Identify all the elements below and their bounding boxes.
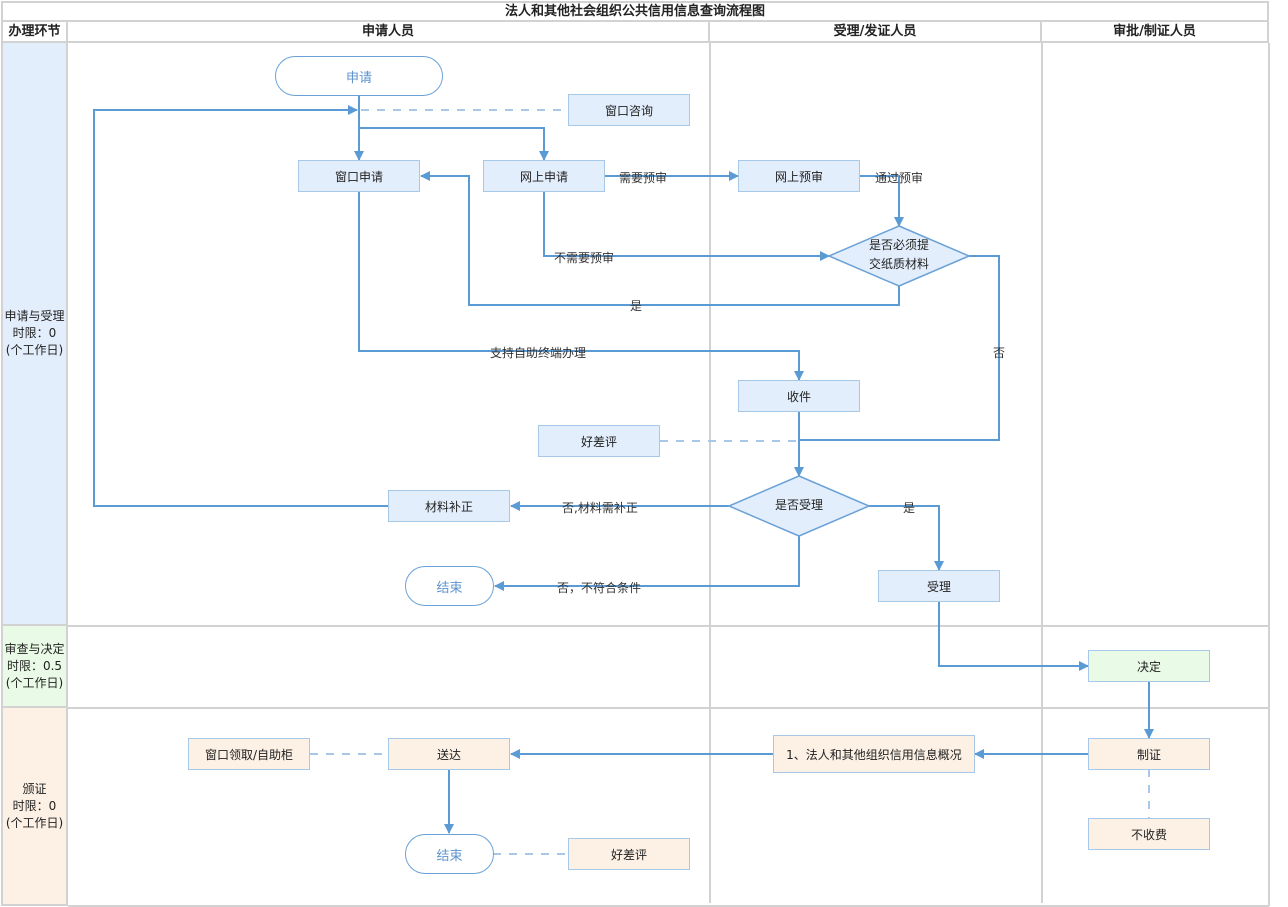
edge-label-need-correction: 否,材料需补正	[562, 501, 638, 515]
node-window-consult[interactable]: 窗口咨询	[568, 94, 690, 126]
stage-unit: (个工作日)	[5, 675, 64, 690]
stage-review-decide: 审查与决定时限：0.5 (个工作日)	[1, 626, 68, 708]
node-window-apply[interactable]: 窗口申请	[298, 160, 420, 192]
node-certify[interactable]: 制证	[1088, 738, 1210, 770]
edge-label-need-pre-review: 需要预审	[619, 171, 668, 185]
header-lane-approver: 审批/制证人员	[1042, 22, 1269, 43]
edge-no-paper	[799, 255, 1000, 441]
stage-unit: (个工作日)	[5, 343, 64, 357]
stage-limit: 时限：0	[12, 798, 57, 813]
stage-unit: (个工作日)	[5, 815, 64, 830]
node-online-pre-review[interactable]: 网上预审	[738, 160, 860, 192]
header-lane-applicant: 申请人员	[68, 22, 710, 43]
stage-issue: 颁证时限：0 (个工作日)	[1, 708, 68, 906]
decision-paper-required	[827, 225, 971, 287]
edge-pass-pre-review	[859, 175, 904, 227]
stage-limit: 时限：0	[12, 326, 57, 340]
start-terminal[interactable]: 申请	[275, 56, 443, 96]
stage-name: 审查与决定	[4, 641, 65, 656]
node-rating-1[interactable]: 好差评	[538, 425, 660, 457]
decision-line2: 交纸质材料	[868, 257, 929, 271]
edge-accept-to-decide	[938, 601, 1089, 671]
node-pickup[interactable]: 窗口领取/自助柜	[188, 738, 310, 770]
edge-label-pass-pre-review: 通过预审	[875, 171, 924, 185]
edge-label-no-pre-review: 不需要预审	[554, 251, 615, 265]
edge-not-eligible	[494, 536, 800, 591]
node-rating-2[interactable]: 好差评	[568, 838, 690, 870]
stage-name: 申请与受理	[4, 309, 65, 323]
decision-line1: 是否必须提	[868, 238, 929, 252]
node-credit-overview[interactable]: 1、法人和其他组织信用信息概况	[773, 735, 975, 773]
edge-to-online-apply	[359, 127, 549, 161]
edge-no-pre-review	[543, 191, 830, 261]
decision-paper-required-label[interactable]: 是否必须提交纸质材料	[839, 236, 959, 274]
end-terminal-1[interactable]: 结束	[405, 566, 494, 606]
edge-label-self-service: 支持自助终端办理	[490, 346, 587, 360]
edge-correction-loop	[93, 105, 388, 507]
node-deliver[interactable]: 送达	[388, 738, 510, 770]
edge-label-no-paper: 否	[993, 346, 1006, 360]
edge-yes-paper	[420, 171, 900, 306]
node-no-fee[interactable]: 不收费	[1088, 818, 1210, 850]
edge-label-yes-paper: 是	[630, 299, 643, 313]
edge-label-not-eligible: 否，不符合条件	[557, 581, 642, 595]
swimlane-grid	[68, 43, 1270, 907]
flowchart-title: 法人和其他社会组织公共信用信息查询流程图	[1, 1, 1269, 22]
stage-name: 颁证	[22, 781, 47, 796]
edge-self-service	[358, 191, 804, 381]
node-material-correction[interactable]: 材料补正	[388, 490, 510, 522]
node-online-apply[interactable]: 网上申请	[483, 160, 605, 192]
edge-label-yes-accept: 是	[903, 501, 916, 515]
node-accept[interactable]: 受理	[878, 570, 1000, 602]
stage-apply-accept: 申请与受理时限：0 (个工作日)	[1, 43, 68, 626]
edge-yes-accept	[869, 505, 944, 571]
header-stage: 办理环节	[1, 22, 68, 43]
node-receive[interactable]: 收件	[738, 380, 860, 412]
header-lane-acceptor: 受理/发证人员	[710, 22, 1042, 43]
end-terminal-2[interactable]: 结束	[405, 834, 494, 874]
decision-accept-label[interactable]: 是否受理	[774, 498, 823, 512]
node-decide[interactable]: 决定	[1088, 650, 1210, 682]
stage-limit: 时限：0.5	[6, 658, 63, 673]
decision-accept	[727, 475, 871, 537]
